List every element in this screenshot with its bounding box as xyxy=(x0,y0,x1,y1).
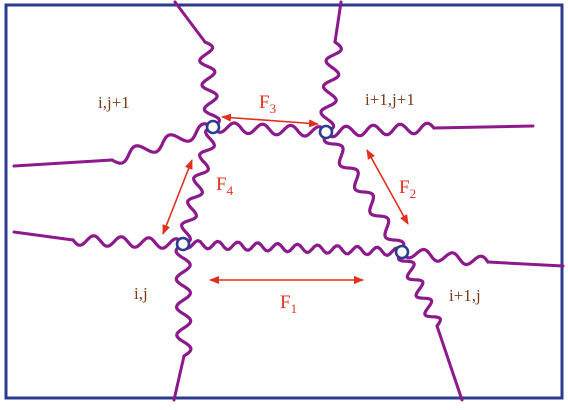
node-i-j-plus-1 xyxy=(205,119,221,135)
force-label-f2-main: F xyxy=(399,177,410,198)
spring-i1j-right xyxy=(400,247,490,267)
spring-ij-down xyxy=(174,242,193,358)
spring-i1j-down xyxy=(397,250,442,328)
force-label-f3: F3 xyxy=(259,92,276,116)
node-label-i-j: i,j xyxy=(134,284,148,303)
node-layer xyxy=(175,119,410,260)
force-arrow-layer xyxy=(162,113,409,284)
force-label-f2-sub: 2 xyxy=(410,186,417,201)
force-label-f1-main: F xyxy=(280,292,291,313)
spring-i1j-to-i1j1 xyxy=(322,130,406,254)
force-label-f1-sub: 1 xyxy=(291,301,298,316)
bond-ij1-up xyxy=(173,0,207,44)
frame-border xyxy=(4,3,564,400)
spring-ij1-up xyxy=(198,40,221,129)
node-i-plus-1-j xyxy=(394,244,410,260)
node-i-plus-1-j-plus-1 xyxy=(318,124,334,140)
spring-ij-left xyxy=(71,234,185,250)
spring-ij1-left xyxy=(110,122,215,165)
spring-ij1-to-i1j1 xyxy=(211,121,328,138)
bond-ij-left xyxy=(12,230,75,242)
force-label-f1: F1 xyxy=(280,292,297,316)
force-label-f3-sub: 3 xyxy=(270,101,277,116)
bond-i1j-down xyxy=(435,324,464,402)
node-label-i-j-plus-1: i,j+1 xyxy=(98,93,130,112)
bond-ij1-left xyxy=(12,158,114,168)
bond-i1j-right xyxy=(486,260,565,268)
force-arrow-f4 xyxy=(162,159,193,235)
bond-ij-down xyxy=(172,354,186,402)
force-label-f3-main: F xyxy=(259,92,270,113)
spring-ij-to-i1j xyxy=(181,239,404,257)
force-label-f4-sub: 4 xyxy=(227,183,234,198)
node-label-i-plus-1-j: i+1,j xyxy=(449,286,481,305)
force-label-f2: F2 xyxy=(399,177,416,201)
force-arrow-f2 xyxy=(366,149,409,225)
bond-i1j1-right xyxy=(432,124,535,130)
force-label-f4-main: F xyxy=(216,174,227,195)
spring-ij-to-ij1 xyxy=(180,125,216,246)
node-i-j xyxy=(175,236,191,252)
straight-bond-layer xyxy=(12,0,565,402)
node-label-i-plus-1-j-plus-1: i+1,j+1 xyxy=(365,90,415,109)
spring-i1j1-right xyxy=(324,121,436,139)
force-arrow-f3 xyxy=(221,113,319,128)
spring-i1j1-up xyxy=(319,40,343,134)
force-label-f4: F4 xyxy=(216,174,234,198)
bond-i1j1-up xyxy=(333,0,343,44)
